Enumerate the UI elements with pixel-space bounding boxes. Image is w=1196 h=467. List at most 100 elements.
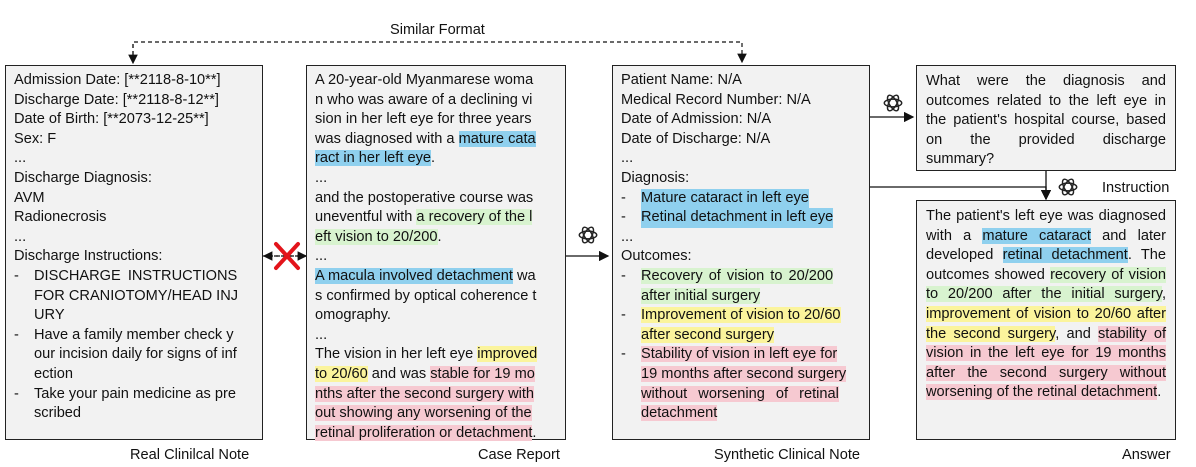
- list-item: - Stability of vision in left eye for 19…: [621, 345, 861, 423]
- report-line: sion in her left eye for three years: [315, 111, 532, 128]
- text: wa: [512, 267, 536, 284]
- note-line: ...: [14, 228, 27, 245]
- openai-logo-icon: [1058, 178, 1078, 196]
- note-line: ...: [621, 150, 634, 167]
- real-note-label: Real Clinilcal Note: [130, 447, 250, 463]
- note-line: our incision daily for signs of inf: [34, 346, 237, 363]
- synthetic-note-box: Patient Name: N/A Medical Record Number:…: [612, 65, 870, 440]
- text: ,: [1161, 286, 1166, 303]
- text: . The outcomes showed: [926, 247, 1166, 283]
- highlight-blue: Retinal detachment in left eye: [641, 208, 834, 228]
- note-line: URY: [34, 307, 65, 324]
- similar-format-label: Similar Format: [390, 22, 485, 38]
- list-item: - Take your pain medicine as pre scribed: [14, 385, 254, 424]
- openai-logo-icon: [578, 226, 598, 244]
- report-line: nths after the second surgery with: [315, 385, 557, 405]
- note-line: Discharge Date: [**2118-8-12**]: [14, 91, 219, 108]
- note-line: ection: [34, 365, 73, 382]
- answer-label: Answer: [1122, 447, 1171, 463]
- highlight-yellow: to 20/60: [315, 365, 368, 382]
- highlight-pink: without worsening of retinal: [641, 385, 839, 402]
- highlight-blue: mature cata: [458, 130, 536, 147]
- text: The vision in her left eye: [315, 346, 478, 363]
- highlight-yellow: after second surgery: [641, 326, 775, 343]
- report-line: and the postoperative course was: [315, 189, 534, 206]
- highlight-pink: Stability of vision in left eye for: [641, 346, 838, 363]
- highlight-pink: detachment: [641, 405, 718, 422]
- report-line: n who was aware of a declining vi: [315, 91, 533, 108]
- case-report-label: Case Report: [478, 447, 560, 463]
- note-line: Admission Date: [**2118-8-10**]: [14, 72, 221, 88]
- text: , and: [1055, 325, 1098, 342]
- note-line: Have a family member check y: [34, 326, 234, 343]
- bullet-dash: -: [621, 267, 626, 284]
- report-line: retinal proliferation or detachment.: [315, 424, 557, 444]
- cross-icon: [274, 242, 300, 270]
- highlight-pink: out showing any worsening of the: [315, 405, 532, 422]
- report-line: s confirmed by optical coherence t: [315, 287, 537, 304]
- list-item: -Mature cataract in left eye: [621, 188, 861, 209]
- highlight-blue: Mature cataract in left eye: [641, 188, 809, 209]
- text: .: [532, 424, 537, 441]
- report-line: A 20-year-old Myanmarese woma: [315, 72, 534, 88]
- highlight-green: eft vision to 20/200: [315, 228, 438, 245]
- report-line: The vision in her left eye improved: [315, 345, 557, 365]
- note-line: Date of Birth: [**2073-12-25**]: [14, 111, 209, 128]
- note-line: Discharge Instructions:: [14, 248, 163, 265]
- report-line: ract in her left eye.: [315, 149, 557, 169]
- note-line: AVM: [14, 189, 45, 206]
- highlight-blue: A macula involved detachment: [315, 267, 513, 284]
- text: and later developed: [926, 227, 1166, 264]
- synthetic-note-label: Synthetic Clinical Note: [714, 447, 861, 463]
- note-line: DISCHARGE INSTRUCTIONS: [34, 267, 238, 284]
- report-line: ...: [315, 169, 328, 186]
- bullet-dash: -: [14, 267, 19, 284]
- list-item: - Have a family member check y our incis…: [14, 326, 254, 385]
- highlight-blue: retinal detachment: [1002, 247, 1128, 264]
- bullet-dash: -: [621, 346, 626, 363]
- note-line: Radionecrosis: [14, 209, 107, 226]
- note-line: Patient Name: N/A: [621, 72, 742, 88]
- report-line: to 20/60 and was stable for 19 mo: [315, 365, 557, 385]
- case-report-box: A 20-year-old Myanmarese woma n who was …: [306, 65, 566, 441]
- bullet-dash: -: [621, 209, 626, 226]
- report-line: was diagnosed with a mature cata: [315, 130, 557, 150]
- highlight-yellow: improved: [477, 346, 538, 363]
- openai-logo-icon: [883, 94, 903, 112]
- note-line: ...: [621, 228, 634, 245]
- bullet-dash: -: [621, 307, 626, 324]
- note-line: Discharge Diagnosis:: [14, 169, 152, 186]
- note-line: ...: [14, 150, 27, 167]
- list-item: - DISCHARGE INSTRUCTIONS FOR CRANIOTOMY/…: [14, 267, 254, 326]
- note-line: Diagnosis:: [621, 169, 690, 186]
- highlight-green: Recovery of vision to 20/200: [641, 267, 834, 284]
- report-line: eft vision to 20/200.: [315, 228, 557, 248]
- list-item: - Recovery of vision to 20/200 after ini…: [621, 267, 861, 306]
- answer-box: The patient's left eye was diagnosed wit…: [916, 200, 1176, 440]
- highlight-green: after initial surgery: [641, 287, 761, 304]
- text: and was: [367, 365, 431, 382]
- highlight-pink: stable for 19 mo: [430, 365, 535, 382]
- bullet-dash: -: [14, 385, 19, 402]
- text: was diagnosed with a: [315, 130, 459, 147]
- list-item: -Retinal detachment in left eye: [621, 208, 861, 228]
- highlight-pink: retinal proliferation or detachment: [315, 424, 533, 441]
- note-line: Outcomes:: [621, 248, 692, 265]
- text: .: [437, 228, 442, 245]
- note-line: Date of Discharge: N/A: [621, 130, 771, 147]
- note-line: Medical Record Number: N/A: [621, 91, 811, 108]
- report-line: omography.: [315, 307, 391, 324]
- question-text: What were the diagnosis and outcomes rel…: [926, 73, 1166, 168]
- bullet-dash: -: [14, 326, 19, 343]
- highlight-blue: mature cataract: [982, 227, 1091, 244]
- question-box: What were the diagnosis and outcomes rel…: [916, 65, 1176, 171]
- real-clinical-note-box: Admission Date: [**2118-8-10**] Discharg…: [5, 65, 263, 440]
- list-item: - Improvement of vision to 20/60 after s…: [621, 306, 861, 345]
- highlight-pink: nths after the second surgery with: [315, 385, 535, 402]
- note-line: Sex: F: [14, 130, 57, 147]
- report-line: ...: [315, 248, 328, 265]
- note-line: Take your pain medicine as pre: [34, 385, 236, 402]
- text: uneventful with: [315, 209, 417, 226]
- note-line: scribed: [34, 405, 82, 422]
